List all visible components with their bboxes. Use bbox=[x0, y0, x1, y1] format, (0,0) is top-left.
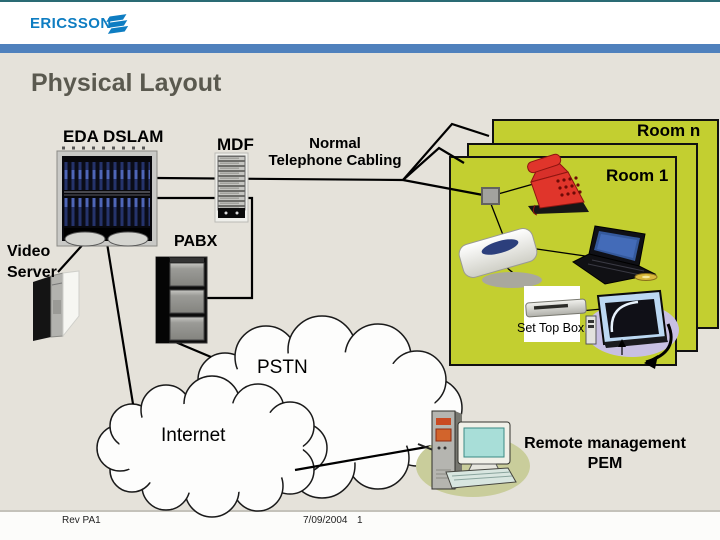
label-video-server: Video Server bbox=[7, 243, 57, 281]
pabx-image bbox=[155, 256, 208, 344]
connection-line-outlet-phone bbox=[497, 182, 538, 195]
remote-control-icon bbox=[585, 315, 597, 345]
tv-icon bbox=[585, 289, 679, 369]
connection-line-pabx-pstn bbox=[172, 339, 212, 359]
laptop-icon bbox=[572, 225, 658, 285]
label-set-top-box: Set Top Box bbox=[517, 321, 585, 335]
slide-top-border bbox=[0, 0, 720, 2]
connection-line-dslam-internet bbox=[105, 242, 135, 405]
cloud-internet-shape bbox=[96, 375, 328, 518]
wall-outlet-icon bbox=[481, 187, 500, 205]
label-eda-dslam: EDA DSLAM bbox=[63, 127, 164, 146]
desktop-computer-icon bbox=[416, 410, 530, 497]
connection-line-to-room-n bbox=[402, 122, 490, 181]
accent-bar bbox=[0, 44, 720, 53]
footer-revision: Rev PA1 bbox=[62, 515, 101, 526]
footer-date: 7/09/2004 bbox=[303, 515, 348, 526]
page-title: Physical Layout bbox=[31, 69, 222, 97]
label-internet: Internet bbox=[161, 425, 226, 446]
label-remote-management: Remote management PEM bbox=[524, 435, 686, 472]
modem-icon bbox=[458, 228, 542, 288]
dslam-image bbox=[56, 146, 158, 247]
video-server-image bbox=[33, 270, 80, 341]
label-room-n: Room n bbox=[637, 121, 701, 140]
label-pabx: PABX bbox=[174, 233, 218, 250]
connection-line-internet-remote bbox=[294, 443, 439, 472]
footer: Rev PA1 7/09/2004 1 bbox=[0, 510, 720, 540]
label-pstn: PSTN bbox=[257, 357, 308, 378]
connection-line-to-room-1 bbox=[402, 178, 484, 197]
label-telephone-cabling: Normal Telephone Cabling bbox=[268, 135, 402, 169]
label-room-1: Room 1 bbox=[606, 166, 669, 185]
ericsson-wordmark: ERICSSON bbox=[30, 15, 112, 32]
label-mdf: MDF bbox=[217, 135, 254, 154]
connection-line-mdf-pabx bbox=[157, 196, 254, 300]
connection-line-to-room-middle bbox=[402, 146, 465, 181]
set-top-box-icon bbox=[524, 286, 587, 342]
footer-page-number: 1 bbox=[357, 515, 363, 526]
telephone-icon bbox=[527, 153, 589, 216]
connection-line-dslam-mdf-rooms bbox=[156, 176, 404, 182]
header: ERICSSON bbox=[0, 2, 720, 44]
connection-line-outlet-modem bbox=[490, 203, 504, 236]
mdf-image bbox=[214, 152, 249, 223]
